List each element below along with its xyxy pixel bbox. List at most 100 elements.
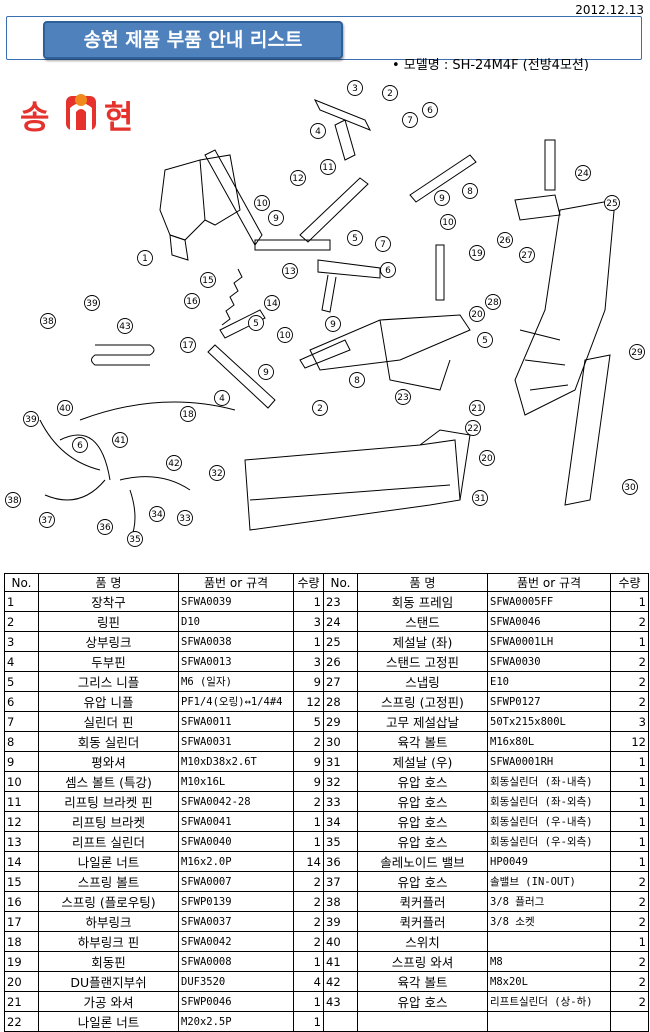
callout-38: 38 (5, 492, 21, 508)
part-quantity: 1 (610, 751, 649, 772)
part-number (323, 1011, 358, 1032)
document-date: 2012.12.13 (575, 3, 644, 17)
part-number: 38 (323, 891, 358, 912)
part-name: 실린더 핀 (38, 711, 179, 732)
callout-18: 18 (180, 406, 196, 422)
part-quantity: 5 (293, 711, 324, 732)
part-number: 14 (4, 851, 39, 872)
header-no: No. (4, 573, 39, 592)
callout-38: 38 (40, 313, 56, 329)
svg-text:34: 34 (151, 510, 163, 520)
callout-39: 39 (23, 411, 39, 427)
part-code: M20x2.5P (178, 1011, 294, 1032)
svg-text:33: 33 (179, 514, 190, 524)
part-name: 고무 제설삽날 (357, 711, 488, 732)
part-number: 16 (4, 891, 39, 912)
svg-text:6: 6 (427, 106, 433, 116)
part-name: 셈스 볼트 (특강) (38, 771, 179, 792)
part-number: 20 (4, 971, 39, 992)
part-code: SFWA0008 (178, 951, 294, 972)
callout-2: 2 (382, 85, 398, 101)
part-quantity: 14 (293, 851, 324, 872)
part-name: 링핀 (38, 611, 179, 632)
svg-text:20: 20 (481, 454, 493, 464)
part-code: 3/8 소켓 (487, 911, 611, 932)
callout-10: 10 (440, 214, 456, 230)
part-number: 43 (323, 991, 358, 1012)
part-number: 37 (323, 871, 358, 892)
callout-2: 2 (312, 400, 328, 416)
svg-text:21: 21 (471, 404, 482, 414)
part-quantity: 1 (610, 591, 649, 612)
part-code: 50Tx215x800L (487, 711, 611, 732)
part-code: SFWA0005FF (487, 591, 611, 612)
part-code (487, 931, 611, 952)
svg-text:42: 42 (168, 459, 179, 469)
part-code: SFWA0042-28 (178, 791, 294, 812)
svg-text:5: 5 (253, 319, 259, 329)
part-number: 5 (4, 671, 39, 692)
part-number: 39 (323, 911, 358, 932)
part-quantity: 2 (293, 911, 324, 932)
callout-16: 16 (184, 293, 200, 309)
part-name (357, 1011, 488, 1032)
part-name: 솔레노이드 밸브 (357, 851, 488, 872)
part-quantity: 12 (610, 731, 649, 752)
svg-text:10: 10 (256, 199, 268, 209)
part-code: 회동실린더 (우-내측) (487, 811, 611, 832)
part-number: 40 (323, 931, 358, 952)
part-code: SFWA0037 (178, 911, 294, 932)
part-number: 11 (4, 791, 39, 812)
part-code: M16x80L (487, 731, 611, 752)
header-code: 품번 or 규격 (487, 573, 611, 592)
part-quantity: 2 (293, 871, 324, 892)
callout-9: 9 (325, 316, 341, 332)
callout-8: 8 (349, 372, 365, 388)
part-name: 장착구 (38, 591, 179, 612)
svg-text:8: 8 (354, 376, 360, 386)
svg-text:19: 19 (471, 249, 483, 259)
part-code: M10x16L (178, 771, 294, 792)
callout-8: 8 (462, 183, 478, 199)
svg-text:9: 9 (273, 214, 279, 224)
part-number: 28 (323, 691, 358, 712)
part-code: M10xD38x2.6T (178, 751, 294, 772)
callout-33: 33 (177, 510, 193, 526)
callout-21: 21 (469, 400, 485, 416)
part-quantity: 3 (293, 611, 324, 632)
part-name: 유압 호스 (357, 791, 488, 812)
part-name: 육각 볼트 (357, 971, 488, 992)
part-code: DUF3520 (178, 971, 294, 992)
svg-text:1: 1 (142, 254, 148, 264)
part-number: 15 (4, 871, 39, 892)
svg-text:9: 9 (439, 194, 445, 204)
part-quantity: 2 (610, 891, 649, 912)
part-quantity: 9 (293, 751, 324, 772)
part-number: 41 (323, 951, 358, 972)
part-number: 21 (4, 991, 39, 1012)
part-quantity (610, 1011, 649, 1032)
part-quantity: 2 (610, 671, 649, 692)
part-number: 19 (4, 951, 39, 972)
part-name: 회동 프레임 (357, 591, 488, 612)
part-quantity: 1 (293, 951, 324, 972)
part-name: 유압 호스 (357, 991, 488, 1012)
part-code: 3/8 플러그 (487, 891, 611, 912)
part-name: 육각 볼트 (357, 731, 488, 752)
part-name: 스프링 (플로우팅) (38, 891, 179, 912)
svg-text:29: 29 (631, 348, 643, 358)
header-code: 품번 or 규격 (178, 573, 294, 592)
part-quantity: 1 (293, 831, 324, 852)
part-name: 유압 니플 (38, 691, 179, 712)
part-quantity: 2 (610, 691, 649, 712)
part-code: SFWA0039 (178, 591, 294, 612)
callout-22: 22 (465, 420, 481, 436)
part-quantity: 2 (293, 931, 324, 952)
part-name: 리프팅 브라켓 (38, 811, 179, 832)
